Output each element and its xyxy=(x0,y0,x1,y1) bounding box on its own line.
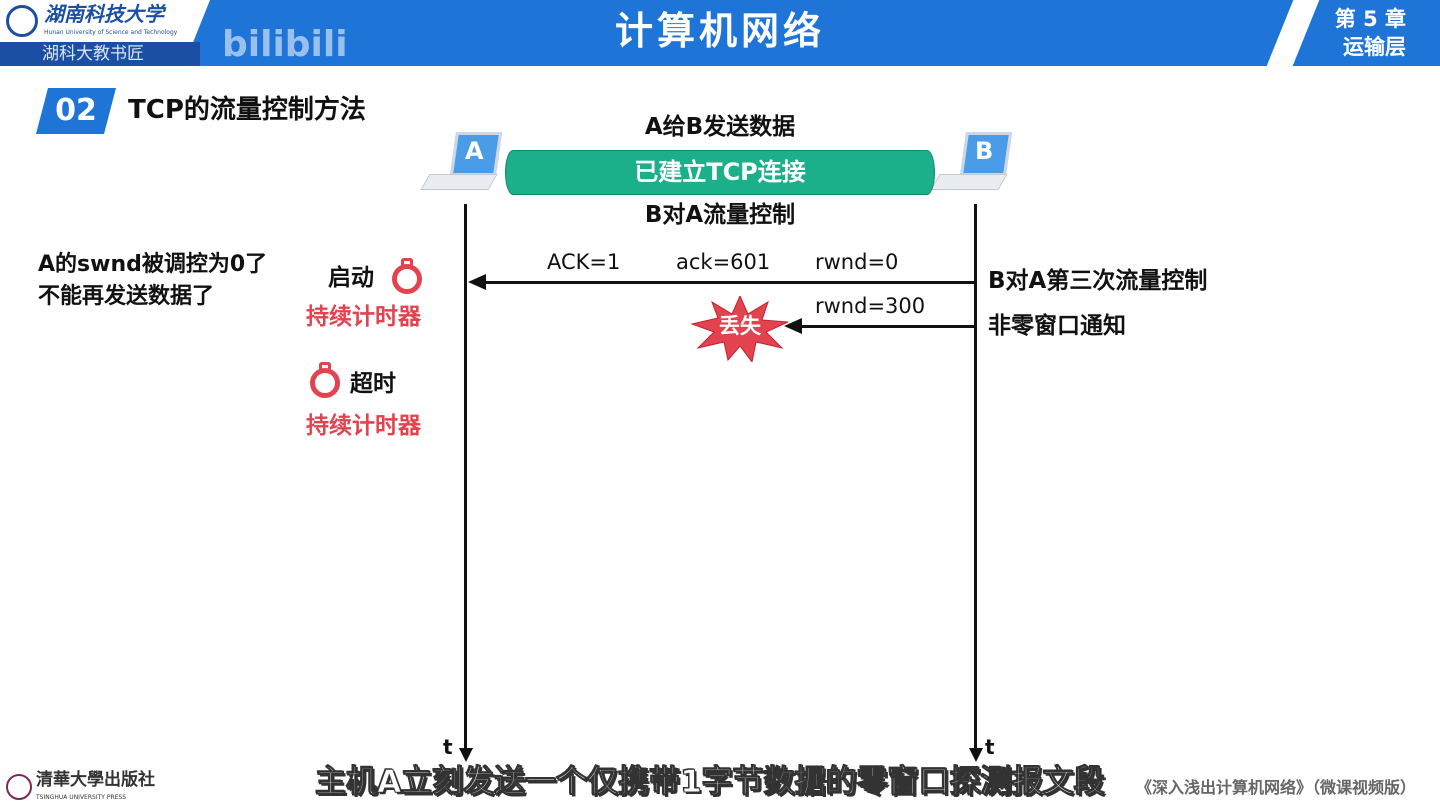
time-axis-a-label: t xyxy=(443,735,453,759)
logo-strip xyxy=(0,42,200,66)
msg1-ack-number: ack=601 xyxy=(676,250,771,274)
section-title: TCP的流量控制方法 xyxy=(128,95,366,125)
nonzero-window-note: 非零窗口通知 xyxy=(988,313,1126,339)
persist-timer-label-2: 持续计时器 xyxy=(306,413,421,439)
timer-start-label: 启动 xyxy=(328,265,374,291)
msg2-arrow-line xyxy=(800,325,975,328)
lost-label: 丢失 xyxy=(719,314,761,338)
persist-timer-label-1: 持续计时器 xyxy=(306,304,421,330)
timeline-a-arrow-icon xyxy=(459,748,473,762)
msg2-arrowhead-icon xyxy=(784,318,802,334)
stopwatch-icon xyxy=(390,258,424,294)
host-a-label: A xyxy=(465,137,484,165)
university-logo: 湖南科技大学 Hunan University of Science and T… xyxy=(0,0,210,42)
tcp-connection-tube: 已建立TCP连接 xyxy=(505,150,935,195)
host-b-label: B xyxy=(975,137,994,165)
timeline-b-arrow-icon xyxy=(969,748,983,762)
msg1-rwnd: rwnd=0 xyxy=(815,250,899,274)
msg1-arrow-line xyxy=(485,281,975,284)
lost-starburst-icon xyxy=(690,296,789,362)
slide-title: 计算机网络 xyxy=(614,9,825,53)
video-subtitle: 主机A立刻发送一个仅携带1字节数据的零窗口探测报文段 xyxy=(315,764,1106,801)
flow-control-label: B对A流量控制 xyxy=(644,202,796,228)
host-b-laptop-icon: B xyxy=(930,132,1013,194)
stopwatch-timeout-icon xyxy=(308,362,342,398)
msg1-arrowhead-icon xyxy=(468,274,486,290)
header-bar xyxy=(0,0,1440,66)
channel-watermark: 湖科大教书匠 xyxy=(42,44,144,64)
cannot-send-note: 不能再发送数据了 xyxy=(38,284,215,309)
timer-timeout-label: 超时 xyxy=(350,371,396,397)
third-flow-control-note: B对A第三次流量控制 xyxy=(988,268,1208,294)
university-emblem-icon xyxy=(6,5,38,37)
publisher-name-en: TSINGHUA UNIVERSITY PRESS xyxy=(36,794,127,801)
publisher-name: 清華大學出版社 xyxy=(36,770,155,790)
university-name-en: Hunan University of Science and Technolo… xyxy=(44,29,178,36)
msg2-rwnd: rwnd=300 xyxy=(815,294,926,318)
section-badge: 02 xyxy=(36,88,116,134)
host-a-laptop-icon: A xyxy=(420,132,503,194)
bilibili-watermark: bilibili xyxy=(222,24,348,65)
university-name: 湖南科技大学 xyxy=(44,2,164,26)
msg1-ack-flag: ACK=1 xyxy=(547,250,621,274)
section-number: 02 xyxy=(55,93,97,128)
time-axis-b-label: t xyxy=(985,735,995,759)
chapter-name: 运输层 xyxy=(1343,35,1406,59)
chapter-number: 第 5 章 xyxy=(1334,7,1406,31)
book-title: 《深入浅出计算机网络》（微课视频版） xyxy=(1136,778,1417,797)
swnd-zero-note: A的swnd被调控为0了 xyxy=(38,252,268,277)
timeline-b xyxy=(974,204,977,752)
send-data-label: A给B发送数据 xyxy=(644,114,796,140)
publisher-logo-icon xyxy=(6,774,32,800)
timeline-a xyxy=(464,204,467,752)
